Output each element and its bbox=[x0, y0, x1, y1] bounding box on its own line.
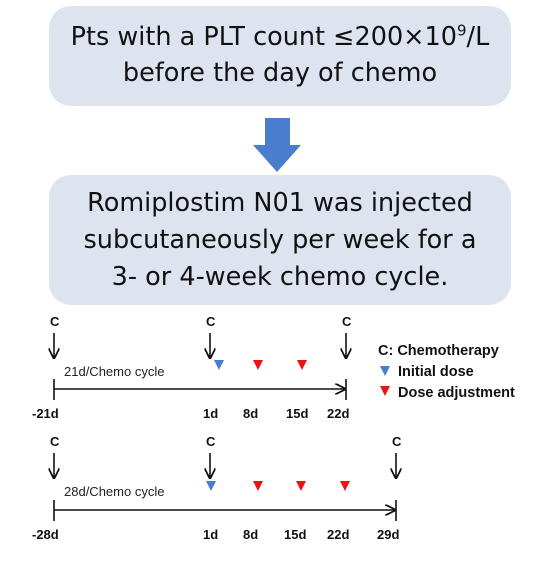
eligibility-text: Pts with a PLT count ≤200×10 bbox=[70, 22, 457, 52]
dose-adjustment-marker bbox=[253, 481, 263, 491]
treatment-line-1: Romiplostim N01 was injected bbox=[87, 188, 473, 218]
initial-dose-marker bbox=[206, 481, 216, 491]
eligibility-line-1: Pts with a PLT count ≤200×109/L bbox=[49, 19, 511, 55]
flow-arrow-icon bbox=[253, 118, 301, 172]
tick-label: 15d bbox=[284, 527, 306, 542]
legend-chemo: C: Chemotherapy bbox=[378, 343, 499, 359]
start-label: -28d bbox=[32, 527, 59, 542]
dose-adjustment-marker bbox=[340, 481, 350, 491]
cycle-label: 28d/Chemo cycle bbox=[64, 484, 164, 499]
cycle-label: 21d/Chemo cycle bbox=[64, 364, 164, 379]
treatment-line-2: subcutaneously per week for a bbox=[83, 225, 477, 255]
unit-text: /L bbox=[466, 22, 490, 52]
chemo-marker-end: C bbox=[392, 434, 402, 449]
chemo-marker-end: C bbox=[342, 314, 352, 329]
tick-label: 15d bbox=[286, 406, 308, 421]
chemo-marker-day1: C bbox=[206, 314, 216, 329]
eligibility-box: Pts with a PLT count ≤200×109/L before t… bbox=[49, 6, 511, 106]
legend-adjust: Dose adjustment bbox=[398, 385, 515, 401]
dose-adjustment-legend-icon bbox=[380, 386, 390, 396]
timeline-21d: C C C 21d/Chemo cycle -21d 1d 8d 15d 22d bbox=[32, 314, 352, 421]
initial-dose-legend-icon bbox=[380, 366, 390, 376]
legend-initial: Initial dose bbox=[398, 364, 474, 380]
chemo-marker-start: C bbox=[50, 434, 60, 449]
dose-adjustment-marker bbox=[253, 360, 263, 370]
dose-adjustment-marker bbox=[297, 360, 307, 370]
tick-label: 1d bbox=[203, 527, 218, 542]
tick-label: 8d bbox=[243, 406, 258, 421]
chemo-marker-start: C bbox=[50, 314, 60, 329]
tick-label: 8d bbox=[243, 527, 258, 542]
treatment-line-3: 3- or 4-week chemo cycle. bbox=[111, 262, 449, 292]
timeline-28d: C C C 28d/Chemo cycle -28d 1d 8d 15d 22d… bbox=[32, 434, 402, 542]
tick-label: 22d bbox=[327, 527, 349, 542]
initial-dose-marker bbox=[214, 360, 224, 370]
dose-adjustment-marker bbox=[296, 481, 306, 491]
treatment-box: Romiplostim N01 was injected subcutaneou… bbox=[49, 175, 511, 305]
exponent: 9 bbox=[457, 21, 467, 40]
eligibility-line-2: before the day of chemo bbox=[122, 58, 438, 88]
tick-label: 1d bbox=[203, 406, 218, 421]
chemo-marker-day1: C bbox=[206, 434, 216, 449]
tick-label: 29d bbox=[377, 527, 399, 542]
tick-label: 22d bbox=[327, 406, 349, 421]
start-label: -21d bbox=[32, 406, 59, 421]
legend: C: Chemotherapy Initial dose Dose adjust… bbox=[378, 343, 515, 401]
